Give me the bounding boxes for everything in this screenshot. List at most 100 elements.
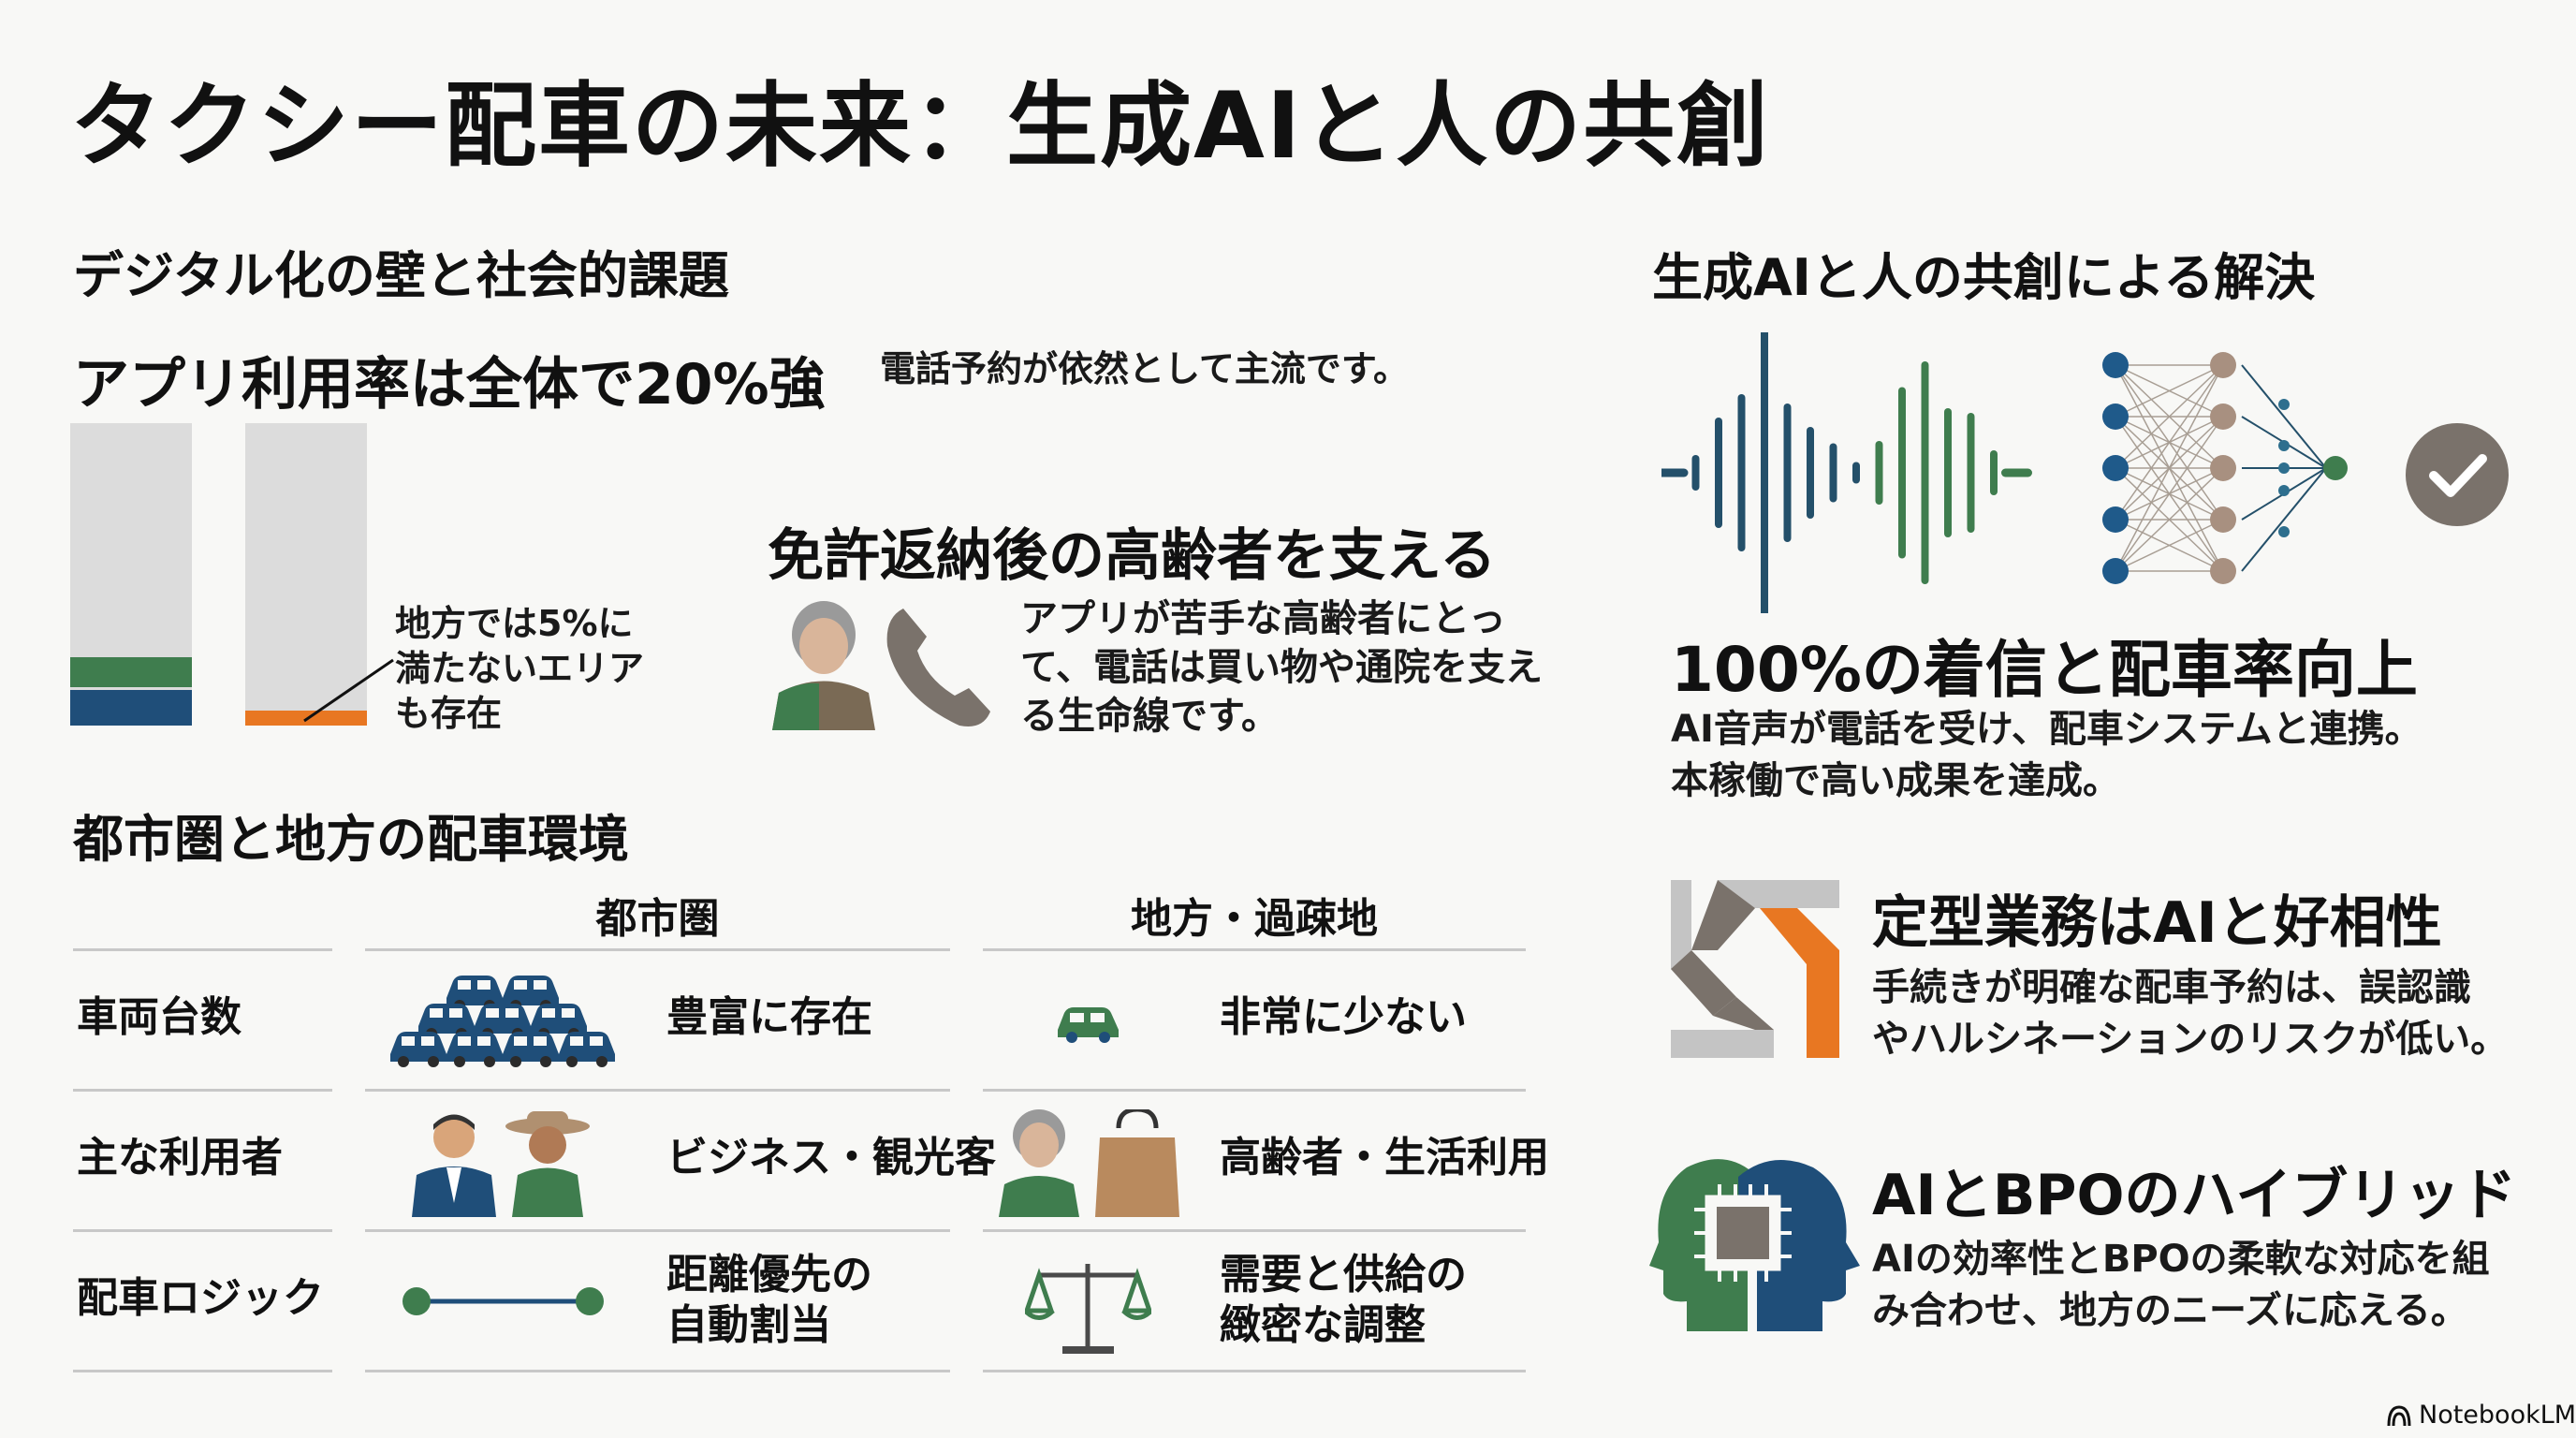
car-window bbox=[458, 980, 471, 990]
app-usage-headline: アプリ利用率は全体で20%強 bbox=[73, 352, 826, 418]
usage-segment-blue bbox=[70, 690, 192, 726]
divider bbox=[983, 948, 1526, 951]
divider bbox=[983, 1370, 1526, 1372]
car-body bbox=[446, 1032, 503, 1062]
rural-value: 高齢者・生活利用 bbox=[1220, 1134, 1549, 1181]
car-window bbox=[562, 1008, 575, 1018]
urban-value-line: 距離優先の bbox=[666, 1251, 872, 1299]
nn-edge bbox=[2115, 467, 2224, 572]
nn-input-node bbox=[2102, 506, 2129, 533]
car-wheel bbox=[596, 1056, 607, 1067]
routine-text-line: 手続きが明確な配車予約は、誤認識 bbox=[1872, 966, 2471, 1009]
nn-hidden-node bbox=[2210, 404, 2236, 430]
elderly-text-line: アプリが苦手な高齢者にとっ bbox=[1020, 597, 1506, 640]
hybrid-text-line: み合わせ、地方のニーズに応える。 bbox=[1872, 1289, 2468, 1332]
nn-output-node bbox=[2323, 456, 2348, 480]
table-title: 都市圏と地方の配車環境 bbox=[73, 810, 629, 869]
divider bbox=[983, 1229, 1526, 1232]
nn-hidden-node bbox=[2210, 506, 2236, 533]
divider bbox=[365, 1370, 950, 1372]
urban-value: 豊富に存在 bbox=[666, 993, 872, 1041]
notebooklm-logo-icon bbox=[2387, 1404, 2411, 1426]
nn-edge bbox=[2115, 364, 2224, 469]
routine-text-line: やハルシネーションのリスクが低い。 bbox=[1872, 1018, 2509, 1061]
section-title-solution: 生成AIと人の共創による解決 bbox=[1652, 248, 2316, 307]
hybrid-headline: AIとBPOのハイブリッド bbox=[1872, 1163, 2517, 1228]
car-body bbox=[475, 1004, 531, 1034]
row-label: 車両台数 bbox=[77, 993, 242, 1041]
nn-edge bbox=[2241, 364, 2327, 469]
car-window bbox=[486, 1008, 499, 1018]
car-icon bbox=[531, 1004, 587, 1039]
section-title-digital-wall: デジタル化の壁と社会的課題 bbox=[73, 246, 729, 305]
rural-note-line: も存在 bbox=[395, 693, 503, 734]
nn-node bbox=[2278, 399, 2290, 410]
car-wheel bbox=[484, 1056, 495, 1067]
nn-input-node bbox=[2102, 352, 2129, 378]
divider bbox=[365, 948, 950, 951]
elderly-text-line: て、電話は買い物や通院を支え bbox=[1020, 646, 1543, 689]
car-icon bbox=[559, 1032, 615, 1067]
ai-human-head-icon bbox=[1649, 1159, 1860, 1331]
divider bbox=[73, 948, 332, 951]
hybrid-text: AIの効率性とBPOの柔軟な対応を組 み合わせ、地方のニーズに応える。 bbox=[1872, 1234, 2490, 1337]
voice-waveform-icon bbox=[1661, 332, 2032, 613]
divider bbox=[365, 1229, 950, 1232]
column-header-rural: 地方・過疎地 bbox=[1131, 895, 1378, 943]
car-window bbox=[514, 1036, 527, 1046]
nn-edge bbox=[2115, 519, 2224, 572]
rural-value: 需要と供給の緻密な調整 bbox=[1220, 1250, 1467, 1351]
car-window bbox=[458, 1036, 471, 1046]
result-headline: 100%の着信と配車率向上 bbox=[1671, 634, 2418, 706]
nn-node bbox=[2278, 485, 2290, 496]
car-wheel bbox=[398, 1056, 409, 1067]
nn-hidden-node bbox=[2210, 352, 2236, 378]
nn-node bbox=[2278, 526, 2290, 537]
car-window bbox=[421, 1036, 434, 1046]
car-window bbox=[505, 1008, 519, 1018]
car-wheel bbox=[510, 1056, 521, 1067]
car-wheel bbox=[540, 1056, 551, 1067]
car-body bbox=[531, 1004, 587, 1034]
overall-usage-bar bbox=[70, 423, 192, 726]
nn-input-node bbox=[2102, 455, 2129, 481]
car-window bbox=[514, 980, 527, 990]
car-wheel bbox=[428, 1056, 439, 1067]
elderly-headline: 免許返納後の高齢者を支える bbox=[768, 523, 1497, 589]
car-body bbox=[503, 976, 559, 1005]
rural-value-line: 需要と供給の bbox=[1220, 1251, 1467, 1299]
single-car-icon bbox=[1058, 1007, 1119, 1043]
nn-node bbox=[2278, 462, 2290, 474]
elderly-text-line: る生命線です。 bbox=[1020, 695, 1279, 738]
car-wheel bbox=[566, 1056, 578, 1067]
hybrid-text-line: AIの効率性とBPOの柔軟な対応を組 bbox=[1872, 1238, 2490, 1281]
nn-hidden-node bbox=[2210, 558, 2236, 584]
rural-value: 非常に少ない bbox=[1220, 993, 1467, 1041]
elderly-shopping-icon bbox=[999, 1109, 1179, 1217]
nn-edge bbox=[2115, 364, 2224, 418]
urban-value-line: 自動割当 bbox=[666, 1301, 831, 1349]
nn-input-node bbox=[2102, 558, 2129, 584]
car-wheel bbox=[454, 1056, 465, 1067]
brand-label: NotebookLM bbox=[2419, 1401, 2576, 1430]
car-window bbox=[570, 1036, 583, 1046]
divider bbox=[73, 1229, 332, 1232]
column-header-urban: 都市圏 bbox=[595, 895, 720, 943]
distance-line-icon bbox=[402, 1287, 604, 1315]
balance-scale-icon bbox=[1025, 1264, 1151, 1354]
nn-hidden-node bbox=[2210, 455, 2236, 481]
elderly-person-icon bbox=[772, 601, 875, 730]
car-window bbox=[402, 1036, 415, 1046]
car-window bbox=[590, 1036, 603, 1046]
rural-note-line: 地方では5%に bbox=[395, 603, 634, 644]
car-body bbox=[446, 976, 503, 1005]
car-icon bbox=[446, 1032, 503, 1067]
car-window bbox=[477, 1036, 490, 1046]
nn-input-node bbox=[2102, 404, 2129, 430]
car-body bbox=[503, 1032, 559, 1062]
divider bbox=[73, 1370, 332, 1372]
routine-headline: 定型業務はAIと好相性 bbox=[1872, 890, 2442, 956]
divider bbox=[983, 1089, 1526, 1092]
rural-note: 地方では5%に 満たないエリア も存在 bbox=[395, 601, 644, 736]
phone-icon bbox=[886, 609, 990, 726]
